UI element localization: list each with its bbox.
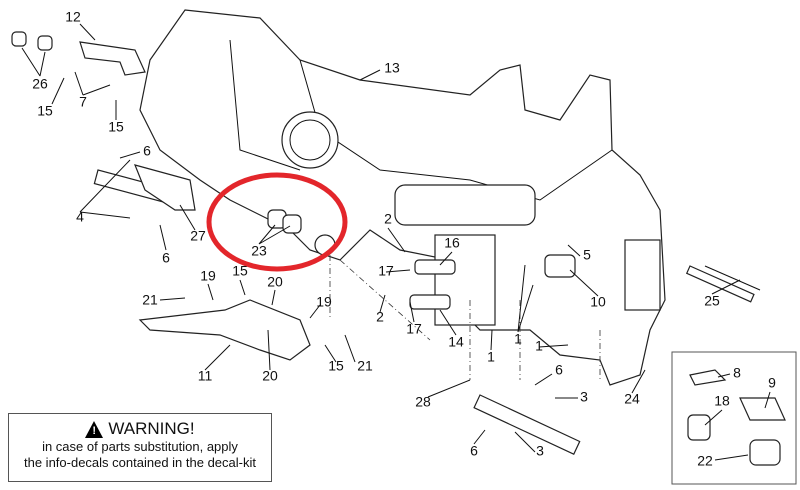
warning-line-2: the info-decals contained in the decal-k… — [24, 455, 256, 470]
warning-triangle-icon: ! — [85, 420, 104, 438]
callout-9: 9 — [768, 375, 776, 391]
callout-18: 18 — [714, 393, 730, 409]
callout-25: 25 — [704, 293, 720, 309]
callout-13: 13 — [384, 60, 400, 76]
warning-line-1: in case of parts substitution, apply — [42, 439, 238, 454]
callout-28: 28 — [415, 394, 431, 410]
callout-19: 19 — [200, 268, 216, 284]
callout-19: 19 — [316, 294, 332, 310]
small-parts — [11, 31, 786, 466]
callout-10: 10 — [590, 294, 606, 310]
highlight-circle — [206, 172, 348, 272]
warning-title-row: ! WARNING! — [9, 419, 271, 439]
leader-lines — [21, 23, 771, 461]
callout-1: 1 — [514, 331, 522, 347]
callout-6: 6 — [143, 143, 151, 159]
callout-6: 6 — [555, 362, 563, 378]
callout-15: 15 — [37, 103, 53, 119]
callout-2: 2 — [384, 211, 392, 227]
callout-26: 26 — [32, 76, 48, 92]
callout-21: 21 — [142, 292, 158, 308]
callout-12: 12 — [65, 9, 81, 25]
callout-2: 2 — [376, 309, 384, 325]
callout-labels: 12 26 15 7 15 13 6 4 27 6 23 2 16 5 17 1… — [32, 9, 776, 469]
callout-7: 7 — [79, 94, 87, 110]
callout-21: 21 — [357, 358, 373, 374]
assembly-lines — [329, 255, 601, 380]
callout-15: 15 — [108, 119, 124, 135]
callout-8: 8 — [733, 365, 741, 381]
warning-title: WARNING! — [108, 419, 195, 438]
callout-15: 15 — [328, 358, 344, 374]
callout-4: 4 — [76, 209, 84, 225]
callout-1: 1 — [487, 349, 495, 365]
callout-6: 6 — [162, 250, 170, 266]
callout-15: 15 — [232, 263, 248, 279]
callout-17: 17 — [378, 263, 394, 279]
callout-5: 5 — [583, 247, 591, 263]
callout-6: 6 — [470, 443, 478, 459]
callout-20: 20 — [267, 274, 283, 290]
callout-17: 17 — [406, 321, 422, 337]
callout-23: 23 — [251, 243, 267, 259]
callout-1: 1 — [535, 338, 543, 354]
callout-22: 22 — [697, 453, 713, 469]
callout-27: 27 — [190, 228, 206, 244]
callout-3: 3 — [580, 389, 588, 405]
callout-3: 3 — [536, 443, 544, 459]
callout-16: 16 — [444, 235, 460, 251]
callout-20: 20 — [262, 368, 278, 384]
callout-24: 24 — [624, 391, 640, 407]
warning-box: ! WARNING! in case of parts substitution… — [8, 413, 272, 482]
callout-14: 14 — [448, 334, 464, 350]
inset-box — [671, 351, 797, 485]
callout-11: 11 — [198, 368, 213, 384]
